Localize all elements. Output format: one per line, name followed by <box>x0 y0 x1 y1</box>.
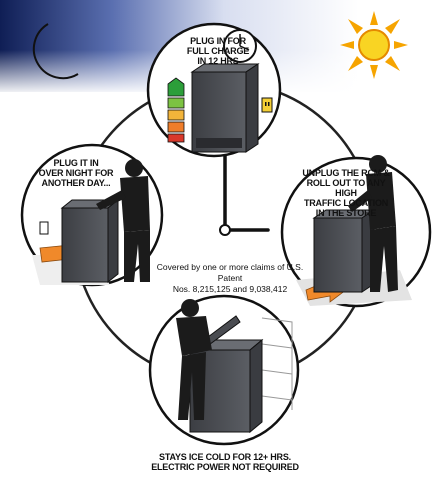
caption-line: PLUG IN FOR <box>186 36 250 46</box>
outlet-icon <box>262 98 272 112</box>
caption-line: TRAFFIC LOCATION <box>298 198 394 208</box>
step-left-caption: PLUG IT IN OVER NIGHT FOR ANOTHER DAY... <box>34 158 118 188</box>
caption-line: ELECTRIC POWER NOT REQUIRED <box>150 462 300 472</box>
caption-line: ANOTHER DAY... <box>34 178 118 188</box>
sun-icon <box>340 11 408 79</box>
caption-line: PLUG IT IN <box>34 158 118 168</box>
step-top-caption: PLUG IN FOR FULL CHARGE IN 12 HRS <box>186 36 250 66</box>
caption-line: OVER NIGHT FOR <box>34 168 118 178</box>
caption-line: ROLL OUT TO ANY HIGH <box>298 178 394 198</box>
step-right-caption: UNPLUG THE RCM & ROLL OUT TO ANY HIGH TR… <box>298 168 394 218</box>
clock-hands <box>225 150 268 230</box>
caption-line: FULL CHARGE <box>186 46 250 56</box>
caption-line: UNPLUG THE RCM & <box>298 168 394 178</box>
plug-icon <box>40 222 48 234</box>
cooler-unit <box>192 64 258 152</box>
caption-line: IN 12 HRS <box>186 56 250 66</box>
caption-line: IN THE STORE <box>298 208 394 218</box>
caption-line: STAYS ICE COLD FOR 12+ HRS. <box>150 452 300 462</box>
patent-line: Covered by one or more claims of U.S. Pa… <box>150 262 310 284</box>
energy-level-icon <box>168 78 184 142</box>
step-bubble-bottom <box>150 296 298 444</box>
patent-notice: Covered by one or more claims of U.S. Pa… <box>150 262 310 295</box>
patent-line: Nos. 8,215,125 and 9,038,412 <box>150 284 310 295</box>
step-bottom-caption: STAYS ICE COLD FOR 12+ HRS. ELECTRIC POW… <box>150 452 300 472</box>
